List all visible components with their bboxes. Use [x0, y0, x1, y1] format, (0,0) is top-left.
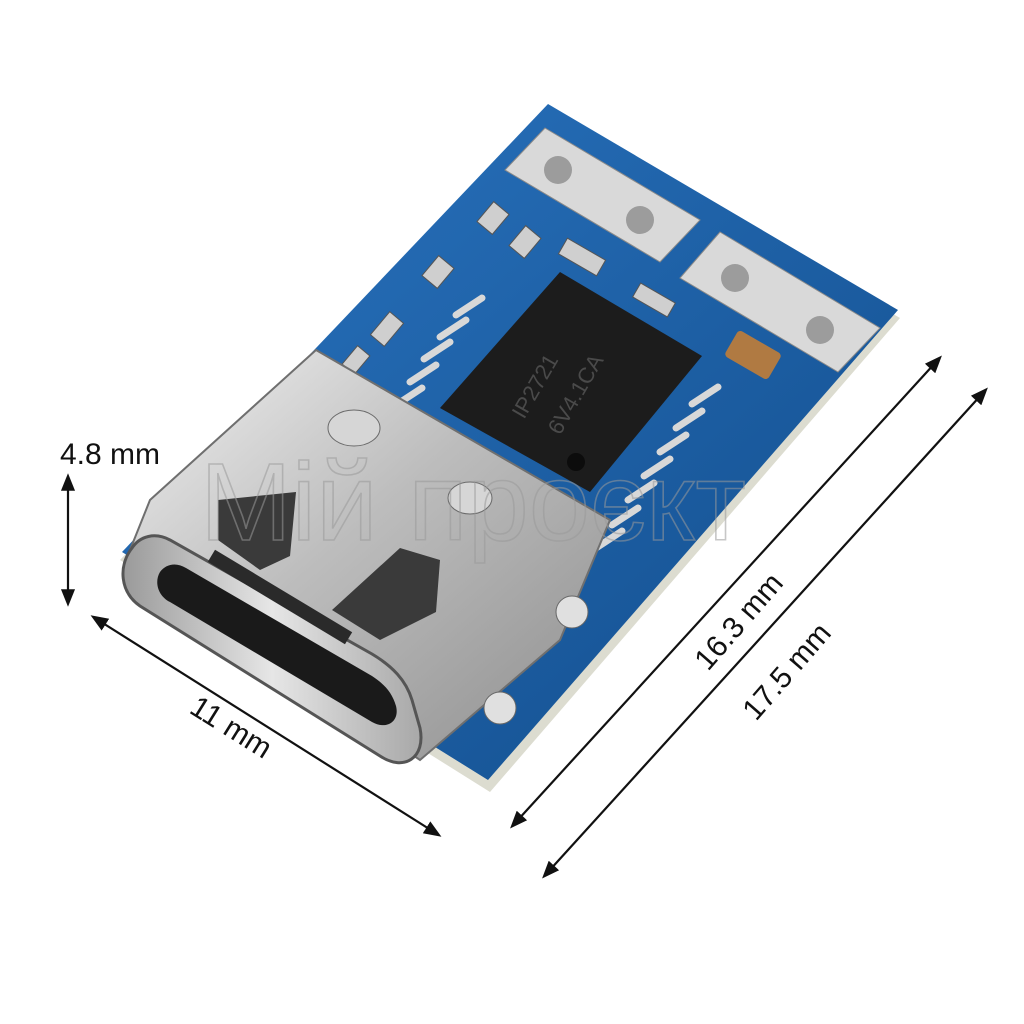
smd-components [341, 200, 677, 376]
height-dimension-label: 4.8 mm [60, 438, 160, 471]
length-outer-arrow [542, 387, 988, 879]
watermark-text: Мій проєкт [200, 441, 746, 564]
width-dimension-label: 11 mm [184, 690, 277, 765]
dimension-arrows [60, 355, 988, 879]
length-outer-dimension-label: 17.5 mm [736, 617, 837, 727]
solder-pad-2 [679, 231, 881, 373]
solder-pad-1 [504, 127, 701, 263]
width-arrow [90, 615, 442, 837]
